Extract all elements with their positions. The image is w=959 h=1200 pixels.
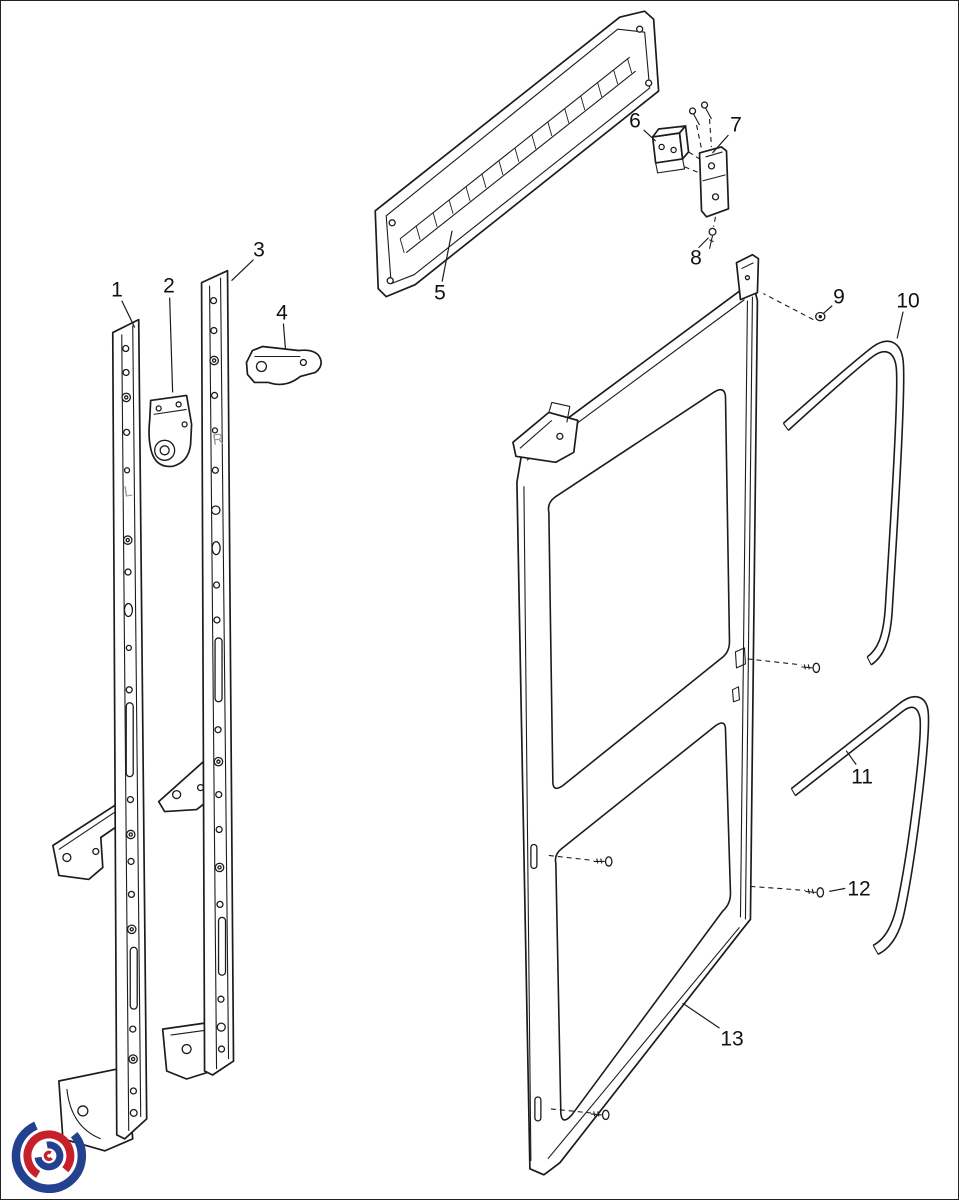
- part-1-left-pillar: L: [52, 318, 148, 1152]
- callout-13: 13: [720, 1027, 744, 1051]
- part-2-bracket: [148, 394, 193, 468]
- part-11-seal: [790, 695, 930, 955]
- callout-1: 1: [111, 278, 123, 302]
- brand-logo-swirl: [11, 1118, 87, 1194]
- callout-5: 5: [434, 281, 446, 305]
- callout-7: 7: [730, 113, 742, 137]
- part-3-right-pillar: R: [157, 269, 235, 1080]
- callout-10: 10: [896, 289, 920, 313]
- part-13-door-panel: [512, 253, 760, 1176]
- part-6-bracket: [651, 125, 690, 174]
- part-4-bracket: [245, 345, 322, 386]
- part-10-seal: [782, 340, 905, 666]
- part-9-rivet: [763, 293, 826, 322]
- callout-11: 11: [851, 765, 873, 789]
- callout-4: 4: [276, 301, 288, 325]
- part-8-screw: [708, 216, 717, 249]
- callout-6: 6: [629, 109, 641, 133]
- left-pillar-marking: L: [123, 483, 134, 501]
- callout-12: 12: [847, 877, 871, 901]
- callout-8: 8: [690, 246, 702, 270]
- callout-9: 9: [833, 285, 845, 309]
- part-5-upper-rail: [374, 10, 660, 298]
- callout-2: 2: [163, 274, 175, 298]
- callout-3: 3: [253, 238, 265, 262]
- leader-lines: [121, 129, 904, 1029]
- door-mounting-screws: [548, 658, 825, 1121]
- right-pillar-marking: R: [212, 430, 225, 448]
- part-7-plate: [684, 101, 730, 218]
